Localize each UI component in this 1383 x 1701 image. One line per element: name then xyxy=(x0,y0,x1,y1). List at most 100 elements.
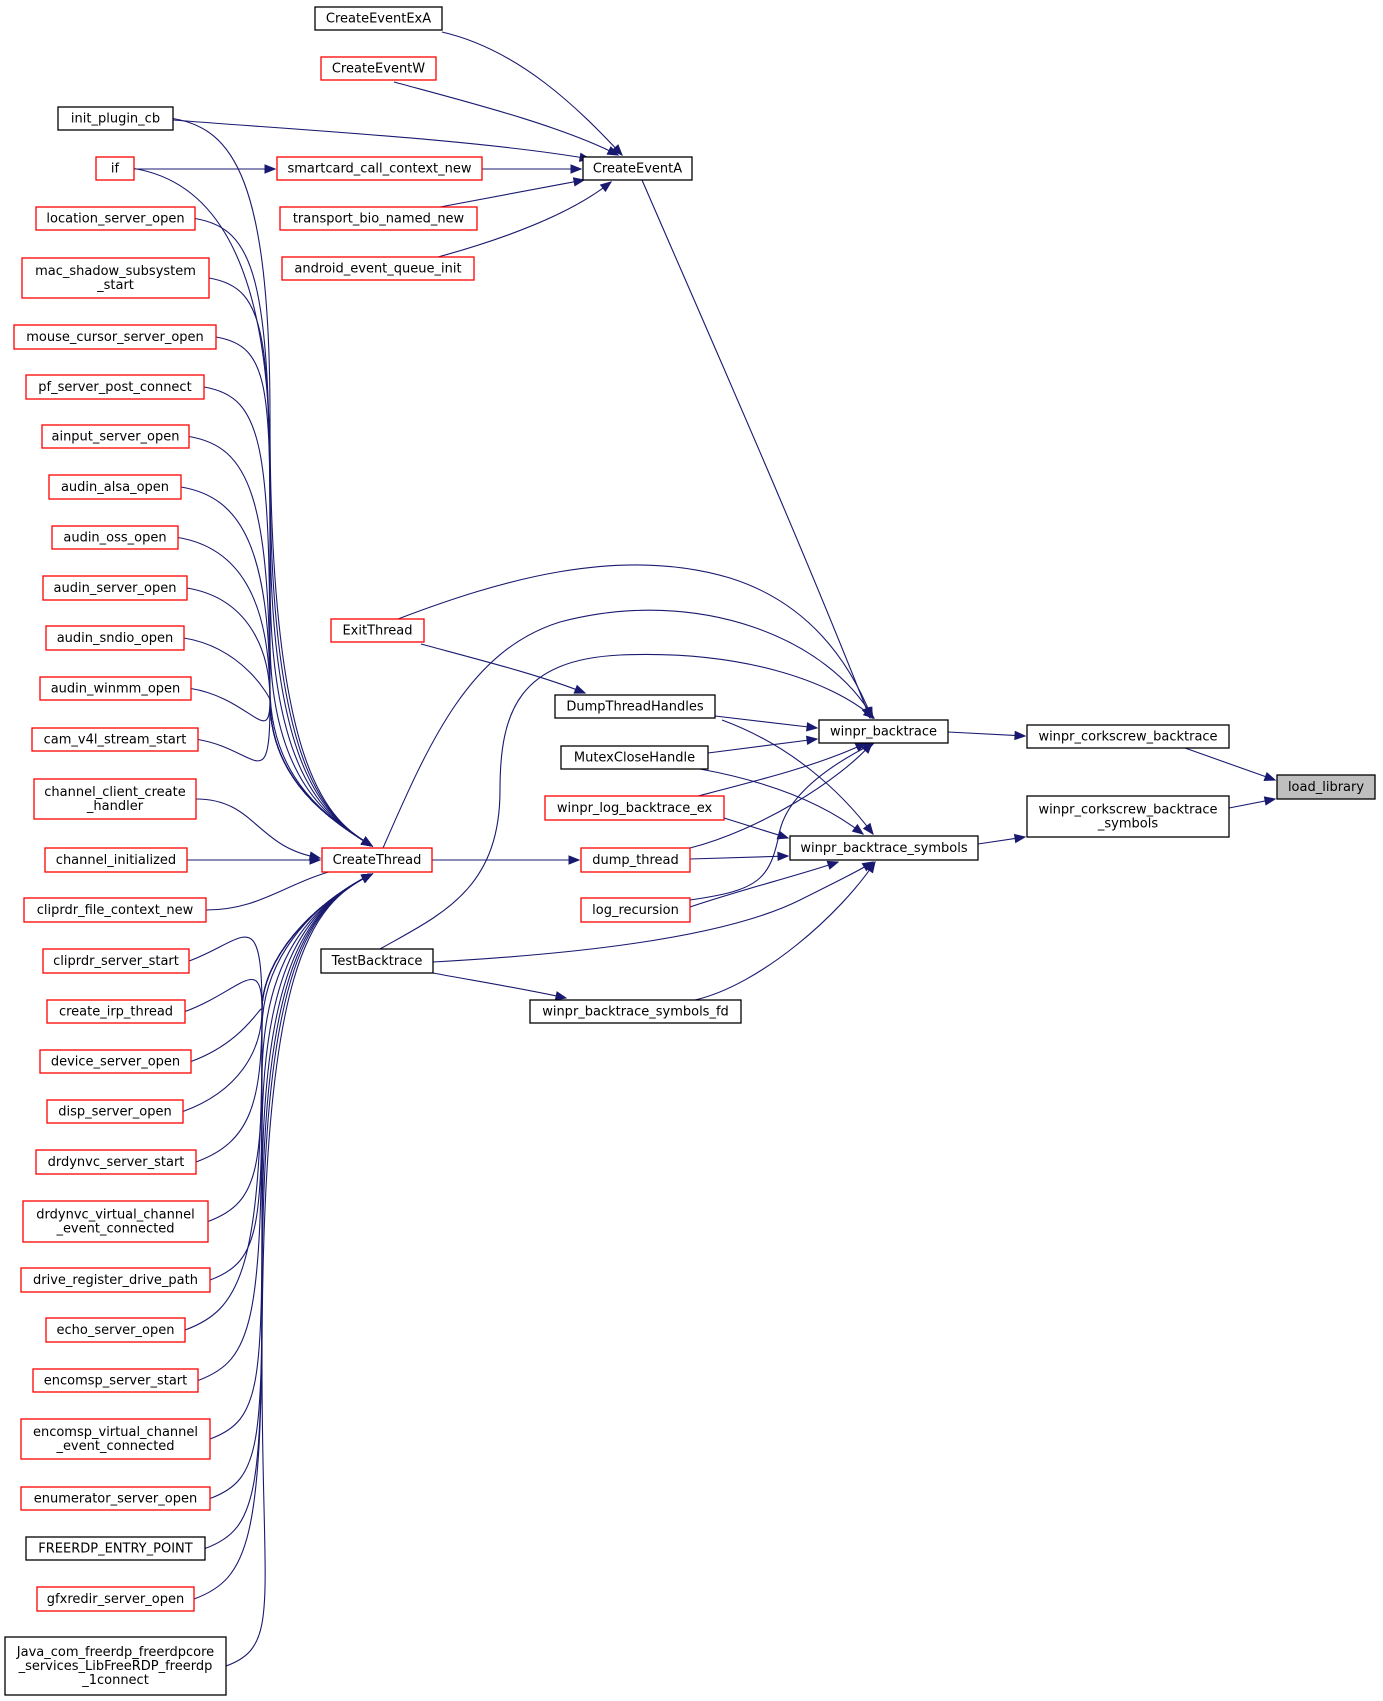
node-cam_v4l_stream_start[interactable]: cam_v4l_stream_start xyxy=(31,727,199,752)
node-winpr_backtrace_symbols[interactable]: winpr_backtrace_symbols xyxy=(789,835,979,861)
node-init_plugin_cb[interactable]: init_plugin_cb xyxy=(57,106,174,131)
node-channel_client_create_handler[interactable]: channel_client_create_handler xyxy=(33,778,197,820)
node-box xyxy=(330,618,425,643)
edge-line xyxy=(947,731,1026,737)
node-transport_bio_named_new[interactable]: transport_bio_named_new xyxy=(279,206,478,231)
node-box xyxy=(1276,774,1376,800)
node-label: echo_server_open xyxy=(57,1323,175,1338)
node-device_server_open[interactable]: device_server_open xyxy=(39,1049,192,1074)
node-CreateEventW[interactable]: CreateEventW xyxy=(320,56,437,81)
node-label: FREERDP_ENTRY_POINT xyxy=(38,1542,192,1557)
node-MutexCloseHandle[interactable]: MutexCloseHandle xyxy=(560,745,709,770)
node-label: CreateThread xyxy=(333,853,422,868)
node-box xyxy=(20,1418,211,1460)
edge-line xyxy=(689,855,789,860)
node-drdynvc_virtual_channel_event_connected[interactable]: drdynvc_virtual_channel_event_connected xyxy=(22,1200,209,1243)
node-label: _symbols xyxy=(1097,817,1158,832)
edge-arrowhead xyxy=(862,822,874,836)
edge-line xyxy=(707,738,818,754)
edge-arrowhead xyxy=(360,873,374,884)
node-audin_winmm_open[interactable]: audin_winmm_open xyxy=(39,676,192,701)
edge-CreateEventExA-to-CreateEventA xyxy=(441,31,623,156)
node-CreateThread[interactable]: CreateThread xyxy=(321,847,433,873)
node-mac_shadow_subsystem_start[interactable]: mac_shadow_subsystem_start xyxy=(21,257,210,299)
node-winpr_backtrace_symbols_fd[interactable]: winpr_backtrace_symbols_fd xyxy=(529,999,742,1024)
edge-arrowhead xyxy=(1263,796,1277,806)
edge-line xyxy=(641,179,871,719)
edge-CreateEventA-to-winpr_backtrace xyxy=(641,179,871,720)
node-pf_server_post_connect[interactable]: pf_server_post_connect xyxy=(25,374,205,400)
node-box xyxy=(33,778,197,820)
node-audin_server_open[interactable]: audin_server_open xyxy=(42,575,188,601)
nodes-layer: CreateEventExA CreateEventW init_plugin_cb… xyxy=(4,6,1376,1696)
node-mouse_cursor_server_open[interactable]: mouse_cursor_server_open xyxy=(13,324,217,350)
edge-TestBacktrace-to-winpr_backtrace_symbols_fd xyxy=(432,972,568,1001)
node-winpr_corkscrew_backtrace_symbols[interactable]: winpr_corkscrew_backtrace_symbols xyxy=(1026,795,1230,838)
node-label: channel_initialized xyxy=(56,853,176,868)
node-cliprdr_file_context_new[interactable]: cliprdr_file_context_new xyxy=(23,897,207,923)
node-gfxredir_server_open[interactable]: gfxredir_server_open xyxy=(36,1586,195,1612)
edge-transport_bio_named_new-to-CreateEventA xyxy=(439,177,586,208)
edge-android_event_queue_init-to-CreateEventA xyxy=(437,181,613,258)
node-winpr_backtrace[interactable]: winpr_backtrace xyxy=(818,719,949,744)
edge-channel_initialized-to-CreateThread xyxy=(187,855,322,865)
node-box xyxy=(20,1486,211,1511)
node-dump_thread[interactable]: dump_thread xyxy=(580,847,691,873)
node-drdynvc_server_start[interactable]: drdynvc_server_start xyxy=(35,1149,197,1175)
node-location_server_open[interactable]: location_server_open xyxy=(35,206,196,231)
node-DumpThreadHandles[interactable]: DumpThreadHandles xyxy=(554,694,716,719)
node-label: cliprdr_file_context_new xyxy=(37,903,194,918)
node-box xyxy=(36,1586,195,1612)
node-channel_initialized[interactable]: channel_initialized xyxy=(44,847,188,873)
node-winpr_log_backtrace_ex[interactable]: winpr_log_backtrace_ex xyxy=(544,795,725,821)
edge-arrowhead xyxy=(826,860,840,870)
node-label: dump_thread xyxy=(592,853,679,868)
edge-arrowhead xyxy=(611,144,623,156)
node-disp_server_open[interactable]: disp_server_open xyxy=(46,1099,184,1124)
node-ExitThread[interactable]: ExitThread xyxy=(330,618,425,643)
node-audin_alsa_open[interactable]: audin_alsa_open xyxy=(48,474,182,500)
edge-line xyxy=(225,873,373,1667)
node-audin_oss_open[interactable]: audin_oss_open xyxy=(51,525,179,550)
node-android_event_queue_init[interactable]: android_event_queue_init xyxy=(281,256,475,281)
node-winpr_corkscrew_backtrace[interactable]: winpr_corkscrew_backtrace xyxy=(1026,724,1230,749)
edge-arrowhead xyxy=(862,707,876,719)
node-label: create_irp_thread xyxy=(59,1005,173,1020)
node-label: cliprdr_server_start xyxy=(53,954,179,969)
node-label: enumerator_server_open xyxy=(34,1492,197,1507)
node-box xyxy=(20,1267,211,1293)
node-CreateEventA[interactable]: CreateEventA xyxy=(582,156,693,181)
edge-line xyxy=(208,277,373,847)
node-TestBacktrace[interactable]: TestBacktrace xyxy=(320,948,434,974)
node-encomsp_virtual_channel_event_connected[interactable]: encomsp_virtual_channel_event_connected xyxy=(20,1418,211,1460)
node-box xyxy=(25,1536,206,1561)
node-CreateEventExA[interactable]: CreateEventExA xyxy=(314,6,443,31)
node-create_irp_thread[interactable]: create_irp_thread xyxy=(46,999,186,1024)
node-label: log_recursion xyxy=(592,903,679,918)
node-echo_server_open[interactable]: echo_server_open xyxy=(45,1317,186,1343)
node-label: load_library xyxy=(1288,780,1364,795)
node-Java_com_freerdp_freerdpcore_services_LibFreeRDP_freerdp_1connect[interactable]: Java_com_freerdp_freerdpcore_services_Li… xyxy=(4,1636,227,1696)
edge-line xyxy=(694,861,876,1001)
node-label: Java_com_freerdp_freerdpcore xyxy=(16,1645,214,1660)
node-ainput_server_open[interactable]: ainput_server_open xyxy=(41,424,190,449)
node-box xyxy=(818,719,949,744)
node-box xyxy=(32,1368,199,1393)
edge-winpr_backtrace-to-winpr_corkscrew_backtrace xyxy=(947,730,1027,741)
node-box xyxy=(46,1099,184,1124)
node-audin_sndio_open[interactable]: audin_sndio_open xyxy=(45,625,185,651)
edge-mac_shadow_subsystem_start-to-CreateThread xyxy=(208,277,374,847)
node-if[interactable]: if xyxy=(95,156,135,181)
edge-gfxredir_server_open-to-CreateThread xyxy=(193,873,374,1600)
edge-line xyxy=(194,217,373,847)
node-FREERDP_ENTRY_POINT[interactable]: FREERDP_ENTRY_POINT xyxy=(25,1536,206,1561)
edge-line xyxy=(190,687,373,847)
node-enumerator_server_open[interactable]: enumerator_server_open xyxy=(20,1486,211,1511)
node-encomsp_server_start[interactable]: encomsp_server_start xyxy=(32,1368,199,1393)
node-drive_register_drive_path[interactable]: drive_register_drive_path xyxy=(20,1267,211,1293)
node-log_recursion[interactable]: log_recursion xyxy=(580,897,691,923)
edge-winpr_backtrace_symbols-to-winpr_corkscrew_backtrace_symbols xyxy=(977,833,1027,845)
node-cliprdr_server_start[interactable]: cliprdr_server_start xyxy=(42,948,190,974)
node-label: ainput_server_open xyxy=(51,430,179,445)
node-smartcard_call_context_new[interactable]: smartcard_call_context_new xyxy=(276,156,483,181)
